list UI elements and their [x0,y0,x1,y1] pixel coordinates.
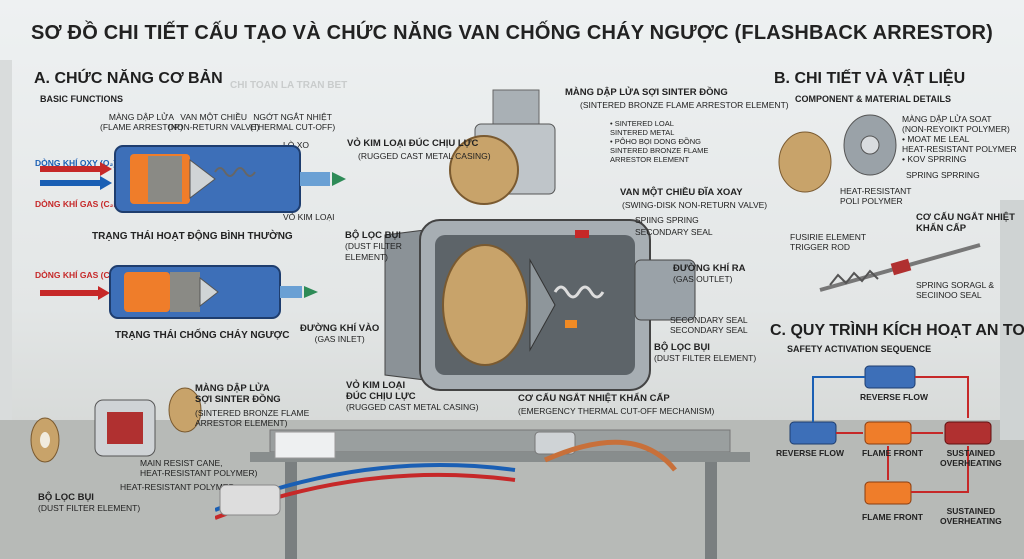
caption-normal-state: TRẠNG THÁI HOẠT ĐỘNG BÌNH THƯỜNG [92,231,293,242]
label-soat: MÀNG DẬP LỬA SOAT(NON-REYOIKT POLYMER) •… [902,114,1017,164]
section-a-subheading: BASIC FUNCTIONS [40,94,123,104]
label-gas-inlet: ĐƯỜNG KHÍ VÀO(GAS INLET) [300,323,380,344]
caption-flashback-state: TRẠNG THÁI CHỐNG CHÁY NGƯỢC [115,330,290,341]
label-spiing-spring: SPIING SPRING [635,215,699,225]
label-filter-center: BỘ LỌC BỤI (DUST FILTER ELEMENT) [345,230,402,262]
component-parts-b [778,114,897,193]
label-metal-shell: VỎ KIM LOẠI [283,212,335,222]
label-gas-flow: DÒNG KHÍ GAS (C₂H₂) [35,199,127,209]
label-valve: VAN MỘT CHIỀU ĐĨA XOAY [620,187,743,198]
label-dust-filter-a: BỘ LỌC BỤI(DUST FILTER ELEMENT) [38,492,141,513]
label-filter-center-2: BỘ LỌC BỤI(DUST FILTER ELEMENT) [654,342,757,363]
background-text: CHI TOAN LA TRAN BET [230,80,348,91]
trigger-rod-icon [819,243,981,292]
label-gas-flow-2: DÒNG KHÍ GAS (C₂H₂) [35,270,127,280]
section-b-heading: B. CHI TIẾT VÀ VẬT LIỆU [774,70,966,87]
label-sinter-center-en: (SINTERED BRONZE FLAME ARRESTOR ELEMENT) [580,100,789,110]
label-spring-seal: SPRING SORAGL &SECIINOO SEAL [916,280,995,300]
section-c-heading: C. QUY TRÌNH KÍCH HOẠT AN TOÀN [770,322,1024,339]
label-flame-arrestor: MÀNG DẬP LỬA(FLAME ARRESTOR) [100,112,183,132]
cutaway-main-arrestor [384,89,696,391]
label-non-return-valve: VAN MỘT CHIỀU(NON-RETURN VALVE) [168,112,260,132]
label-valve-en: (SWING-DISK NON-RETURN VALVE) [622,200,768,210]
label-thermal-center-en: (EMERGENCY THERMAL CUT-OFF MECHANISM) [518,406,715,416]
label-flame-front-bottom: FLAME FRONT [862,512,923,522]
label-casing-en: (RUGGED CAST METAL CASING) [358,151,491,161]
diagram-flashback-state [40,265,318,319]
label-secondary-seal: SECONDARY SEAL [635,227,713,237]
label-thermal-center: CƠ CẤU NGẮT NHIỆT KHẨN CẤP [518,393,670,404]
label-spring-b: SPRING SPRRING [906,170,980,180]
label-spring: LÒ XO [283,140,309,150]
label-gas-outlet: ĐƯỜNG KHÍ RA(GAS OUTLET) [673,263,746,284]
section-a-heading: A. CHỨC NĂNG CƠ BẢN [34,70,223,87]
sinter-element-icon [449,135,519,205]
label-thermal-cutoff: NGỚT NGẮT NHIỆT(THERMAL CUT-OFF) [250,112,336,132]
label-oxy-flow: DÒNG KHÍ OXY (O₂) [35,158,117,168]
section-b-subheading: COMPONENT & MATERIAL DETAILS [795,94,951,104]
safety-sequence-diagram [789,365,992,505]
section-c-subheading: SAFETY ACTIVATION SEQUENCE [787,344,932,354]
label-polymer-a-2: HEAT-RESISTANT POLYMER [120,482,235,492]
page-title: SƠ ĐỒ CHI TIẾT CẤU TẠO VÀ CHỨC NĂNG VAN … [31,22,993,44]
label-reverse-flow-left: REVERSE FLOW [776,448,845,458]
diagram-normal-operation [40,145,346,213]
bench-tools [215,431,677,520]
label-sinter-center: MÀNG DẬP LỬA SỢI SINTER ĐỒNG [565,87,728,98]
label-reverse-flow-top: REVERSE FLOW [860,392,929,402]
label-polymer-a: MAIN RESIST CANE,HEAT-RESISTANT POLYMER) [140,458,258,478]
exploded-parts-a [30,387,202,463]
label-casing: VỎ KIM LOẠI ĐÚC CHỊU LỰC [347,138,479,149]
label-flame-front-mid: FLAME FRONT [862,448,923,458]
